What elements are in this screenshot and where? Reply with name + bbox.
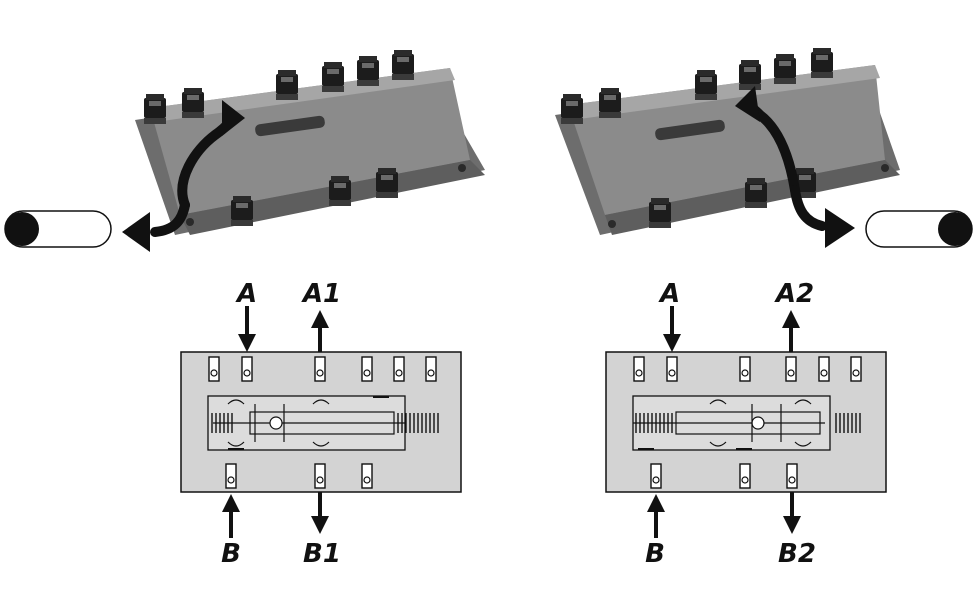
terminal-label-a: A (658, 279, 680, 309)
right-switch-photo (555, 48, 900, 235)
slide-slot (655, 119, 725, 141)
terminal-label-b1: B1 (303, 539, 341, 569)
right-toggle-indicator (865, 210, 973, 248)
terminal-label-a2: A2 (774, 279, 814, 309)
left-panel: A A1 B B1 (4, 50, 485, 569)
contact-teeth-right (835, 413, 861, 433)
toggle-knob (5, 212, 39, 246)
left-signal-arrows (222, 306, 329, 538)
terminal-label-a: A (235, 279, 257, 309)
contact-teeth-right (397, 413, 439, 433)
terminal-label-b: B (221, 539, 241, 569)
terminal-label-b: B (645, 539, 665, 569)
contact-teeth-left (635, 413, 673, 433)
terminal-label-a1: A1 (301, 279, 341, 309)
left-toggle-indicator (4, 210, 112, 248)
right-schematic (605, 351, 887, 493)
slide-slot (255, 115, 325, 137)
right-signal-arrows (647, 306, 801, 538)
right-direction-arrows (735, 86, 855, 248)
left-schematic (180, 351, 462, 493)
contact-teeth-left (211, 413, 233, 433)
right-panel: A A2 B B2 (555, 48, 973, 569)
left-direction-arrows (122, 100, 245, 252)
terminal-label-b2: B2 (778, 539, 816, 569)
toggle-knob (938, 212, 972, 246)
